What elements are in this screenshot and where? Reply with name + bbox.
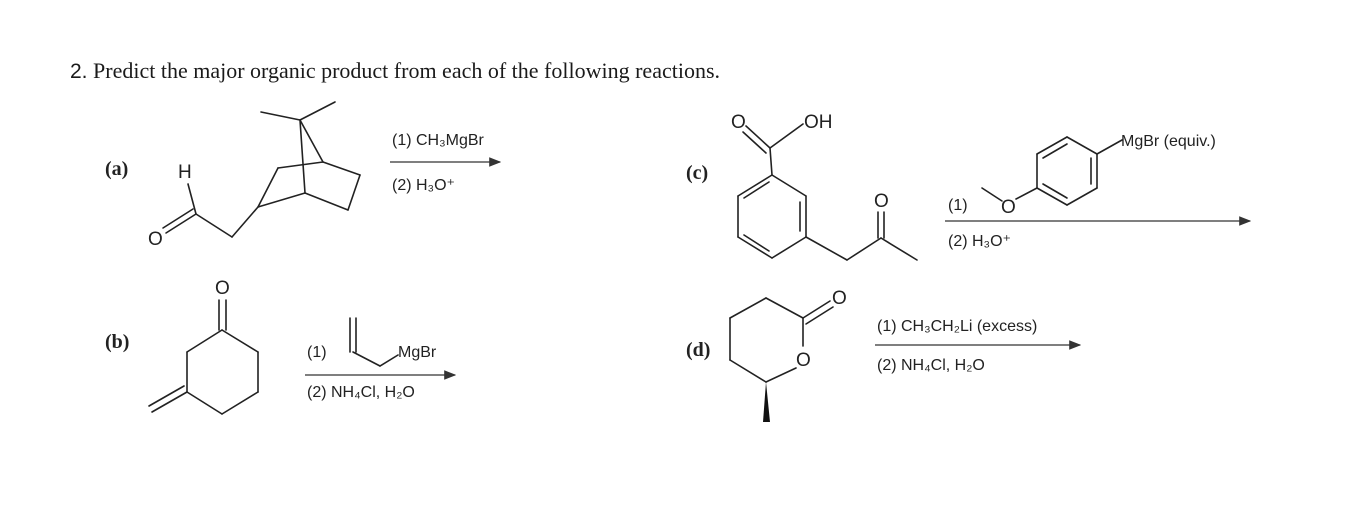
- reaction-b: (b) O (1) MgBr: [105, 278, 457, 415]
- reaction-d-step1: (1) CH₃CH₂Li (excess): [877, 318, 1037, 335]
- reaction-d: (d) O O (1) CH₃CH₂Li (excess) (2) NH₄Cl,…: [686, 288, 1082, 422]
- reaction-c-reactant: O OH O: [731, 112, 918, 261]
- question-text: 2. Predict the major organic product fro…: [70, 58, 720, 84]
- reaction-c-label: (c): [686, 162, 708, 184]
- atom-o-ether: O: [1001, 197, 1016, 218]
- reaction-b-step1-num: (1): [307, 344, 327, 361]
- reaction-c-step2: (2) H₃O⁺: [948, 233, 1011, 250]
- reaction-d-reactant: O O: [729, 288, 847, 422]
- reaction-b-step2: (2) NH₄Cl, H₂O: [307, 384, 415, 401]
- atom-oh: OH: [804, 112, 833, 133]
- atom-o-carbonyl: O: [832, 288, 847, 309]
- reaction-a: (a) H O (1): [105, 101, 502, 250]
- reaction-c: (c) O OH: [686, 112, 1252, 261]
- atom-o-acid: O: [731, 112, 746, 133]
- question-prompt: Predict the major organic product from e…: [93, 58, 721, 83]
- atom-o-ring: O: [796, 350, 811, 371]
- allyl-group: [349, 317, 399, 367]
- reaction-c-reagent: MgBr (equiv.): [1121, 133, 1216, 150]
- reaction-b-label: (b): [105, 331, 129, 353]
- reaction-a-label: (a): [105, 158, 128, 180]
- wedge-methyl: [763, 382, 770, 422]
- reaction-a-step1: (1) CH₃MgBr: [392, 132, 485, 149]
- question-number: 2.: [70, 60, 88, 83]
- atom-o-ketone: O: [874, 191, 889, 212]
- atom-h: H: [178, 162, 192, 183]
- reaction-a-reactant: H O: [148, 101, 361, 250]
- reaction-d-step2: (2) NH₄Cl, H₂O: [877, 357, 985, 374]
- reaction-b-reagent: MgBr: [398, 344, 437, 361]
- atom-o: O: [148, 229, 163, 250]
- reaction-d-label: (d): [686, 339, 710, 361]
- reaction-c-step1-num: (1): [948, 197, 968, 214]
- reaction-a-step2: (2) H₃O⁺: [392, 177, 455, 194]
- atom-o-ketone: O: [215, 278, 230, 299]
- anisyl-grignard: O: [981, 136, 1123, 218]
- reaction-b-reactant: O: [148, 278, 259, 415]
